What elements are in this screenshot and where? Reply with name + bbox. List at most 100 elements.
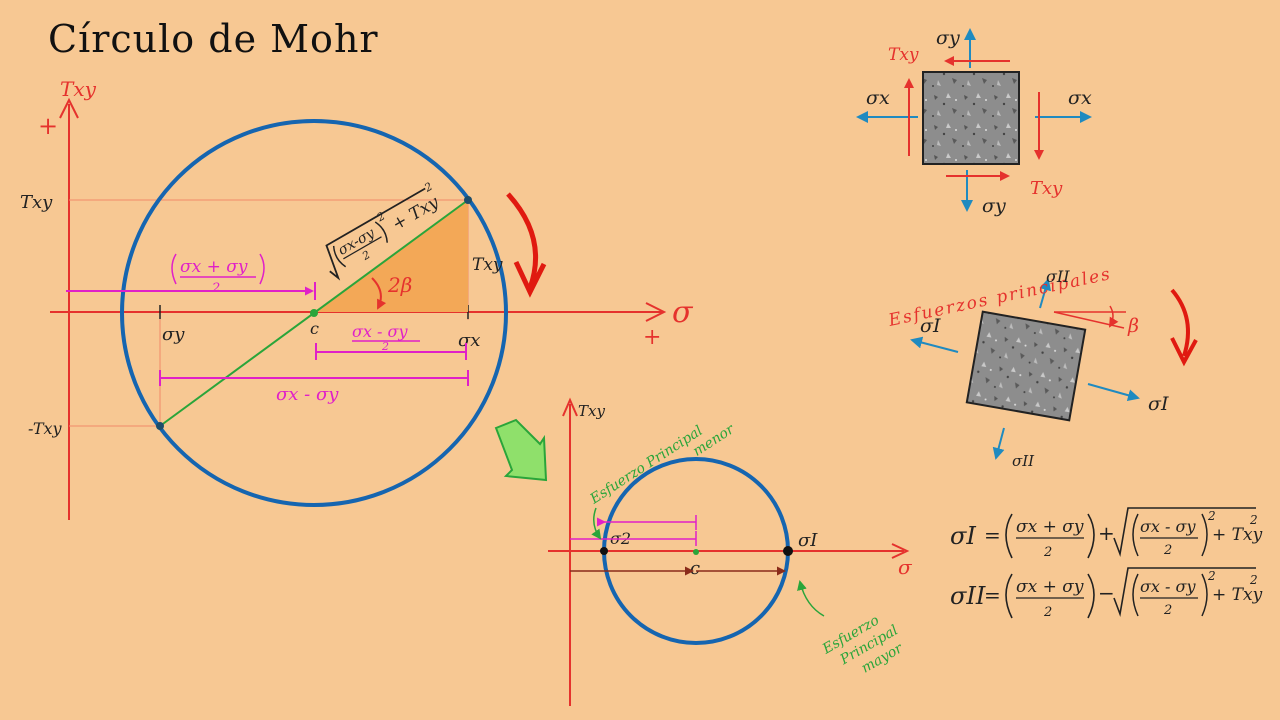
principal-formulas: σI = σx + σy 2 + σx - σy 2 2 + Txy 2 σII… [950, 507, 1263, 620]
f1-exp-b: 2 [1249, 513, 1258, 527]
sigma-x-left-label: σx [866, 87, 890, 109]
minor-label-arrow [591, 507, 602, 540]
angle-arrow [371, 277, 387, 310]
center-formula-top: σx + σy [180, 257, 248, 277]
f1-den-a: 2 [1043, 545, 1052, 560]
stress-element: σy σy σx σx Txy Txy [856, 27, 1092, 217]
tau-axis-arrow [59, 97, 79, 119]
f2-den-b: 2 [1163, 603, 1172, 618]
sigma1-left-arrow [910, 336, 959, 353]
sigma2-top-label: σII [1046, 267, 1070, 286]
f1-num-a: σx + σy [1016, 517, 1084, 537]
f2-exp-b: 2 [1249, 573, 1258, 587]
minor-label-line1: Esfuerzo Principal [587, 423, 706, 508]
rotation-arrow-curve [506, 192, 539, 289]
major-label-arrow [797, 580, 825, 617]
rotation-arrow-head [513, 260, 547, 298]
center-formula-paren-left [171, 253, 177, 285]
point-y [156, 422, 164, 430]
f2-sign: − [1098, 581, 1115, 605]
tau-axis-label: Txy [60, 77, 97, 101]
sigma1-left-label: σI [920, 315, 941, 337]
sigma-axis-arrow [645, 302, 667, 322]
f2-paren-right [1087, 573, 1095, 619]
transition-arrow-shape [494, 418, 548, 482]
tau-left-label: Txy [888, 45, 919, 65]
sigma-plus-sign: + [643, 325, 661, 350]
f1-paren-left [1005, 513, 1013, 559]
half-diff-top: σx - σy [352, 322, 408, 341]
radius-paren-left [332, 245, 347, 268]
f1-num-b: σx - σy [1140, 517, 1196, 536]
f2-sqrt [1113, 567, 1256, 618]
svg-text:=: = [984, 583, 1001, 607]
small-sigma-label: σ [898, 555, 913, 579]
f2-num-a: σx + σy [1016, 577, 1084, 597]
tau-plus-sign: + [38, 112, 58, 140]
formula-sigma2: σII = σx + σy 2 − σx - σy 2 2 + Txy 2 [950, 567, 1263, 620]
f2-num-b: σx - σy [1140, 577, 1196, 596]
half-diff-bottom: 2 [381, 340, 389, 353]
main-mohr-diagram: Txy + σ + Txy -Txy σy σx c σx + σy 2 [20, 77, 694, 520]
principal-rotation-arrow [1170, 288, 1190, 357]
sigma-x-right-label: σx [1068, 87, 1092, 109]
f2-paren-left [1005, 573, 1013, 619]
diff-label: σx - σy [276, 384, 339, 405]
radius-inner-bottom: 2 [359, 248, 372, 263]
sigma1-point [783, 546, 793, 556]
center-point [310, 309, 318, 317]
f1-exp-a: 2 [1207, 509, 1216, 523]
beta-label: β [1127, 315, 1139, 337]
f1-paren-right [1087, 513, 1095, 559]
transition-arrow [494, 418, 548, 482]
small-tau-label: Txy [578, 402, 605, 420]
sigma1-label: σI [798, 530, 818, 551]
mohr-circle [120, 119, 508, 507]
page-title: Círculo de Mohr [48, 17, 379, 61]
sigma2-bottom-arrow [992, 427, 1005, 460]
f1-sign: + [1098, 521, 1115, 545]
principal-concrete-element [965, 310, 1087, 422]
sigma-y-tick: σy [162, 324, 185, 345]
f2-den-a: 2 [1043, 605, 1052, 620]
neg-tau-xy-tick: -Txy [28, 419, 63, 438]
small-tau-arrow [562, 397, 578, 417]
f1-lhs: σI [950, 522, 976, 550]
major-stress-label: Esfuerzo Principal mayor [819, 612, 906, 676]
small-sigma-arrow [891, 543, 910, 559]
f2-exp-a: 2 [1207, 569, 1216, 583]
f1-den-b: 2 [1163, 543, 1172, 558]
center-formula-bottom: 2 [211, 281, 220, 296]
f2-tail: + Txy [1212, 585, 1263, 605]
sigma1-right-label: σI [1148, 393, 1169, 415]
principal-element: Esfuerzos principales σII σII σI σI β [886, 264, 1198, 470]
sigma2-point [600, 547, 608, 555]
sigma-axis-label: σ [672, 295, 694, 330]
tau-side-label: Txy [472, 255, 503, 275]
svg-text:=: = [984, 523, 1001, 547]
concrete-element [922, 71, 1020, 165]
radius-exp-2: 2 [421, 180, 434, 195]
f1-sqrt [1113, 507, 1256, 558]
sigma2-bottom-label: σII [1012, 452, 1035, 470]
sigma-y-top-label: σy [936, 27, 960, 49]
radius-paren-right [374, 221, 388, 243]
sigma1-right-arrow [1087, 383, 1140, 402]
tau-bottom-label: Txy [1030, 178, 1063, 199]
sigma-x-tick: σx [458, 330, 480, 351]
radius-inner-bar [343, 236, 382, 260]
beta-arc [1108, 305, 1119, 328]
small-center-label: c [690, 558, 700, 579]
radius-sqrt-sign [325, 187, 426, 281]
center-label: c [310, 319, 319, 338]
formula-sigma1: σI = σx + σy 2 + σx - σy 2 2 + Txy 2 [950, 507, 1263, 560]
small-center-point [693, 549, 699, 555]
f1-tail: + Txy [1212, 525, 1263, 545]
angle-label: 2β [387, 273, 412, 297]
center-formula-paren-right [259, 253, 265, 285]
principal-rotation-head [1170, 337, 1198, 367]
f2-lhs: σII [950, 582, 986, 610]
sigma2-top-arrow [1039, 278, 1052, 309]
point-x [464, 196, 472, 204]
